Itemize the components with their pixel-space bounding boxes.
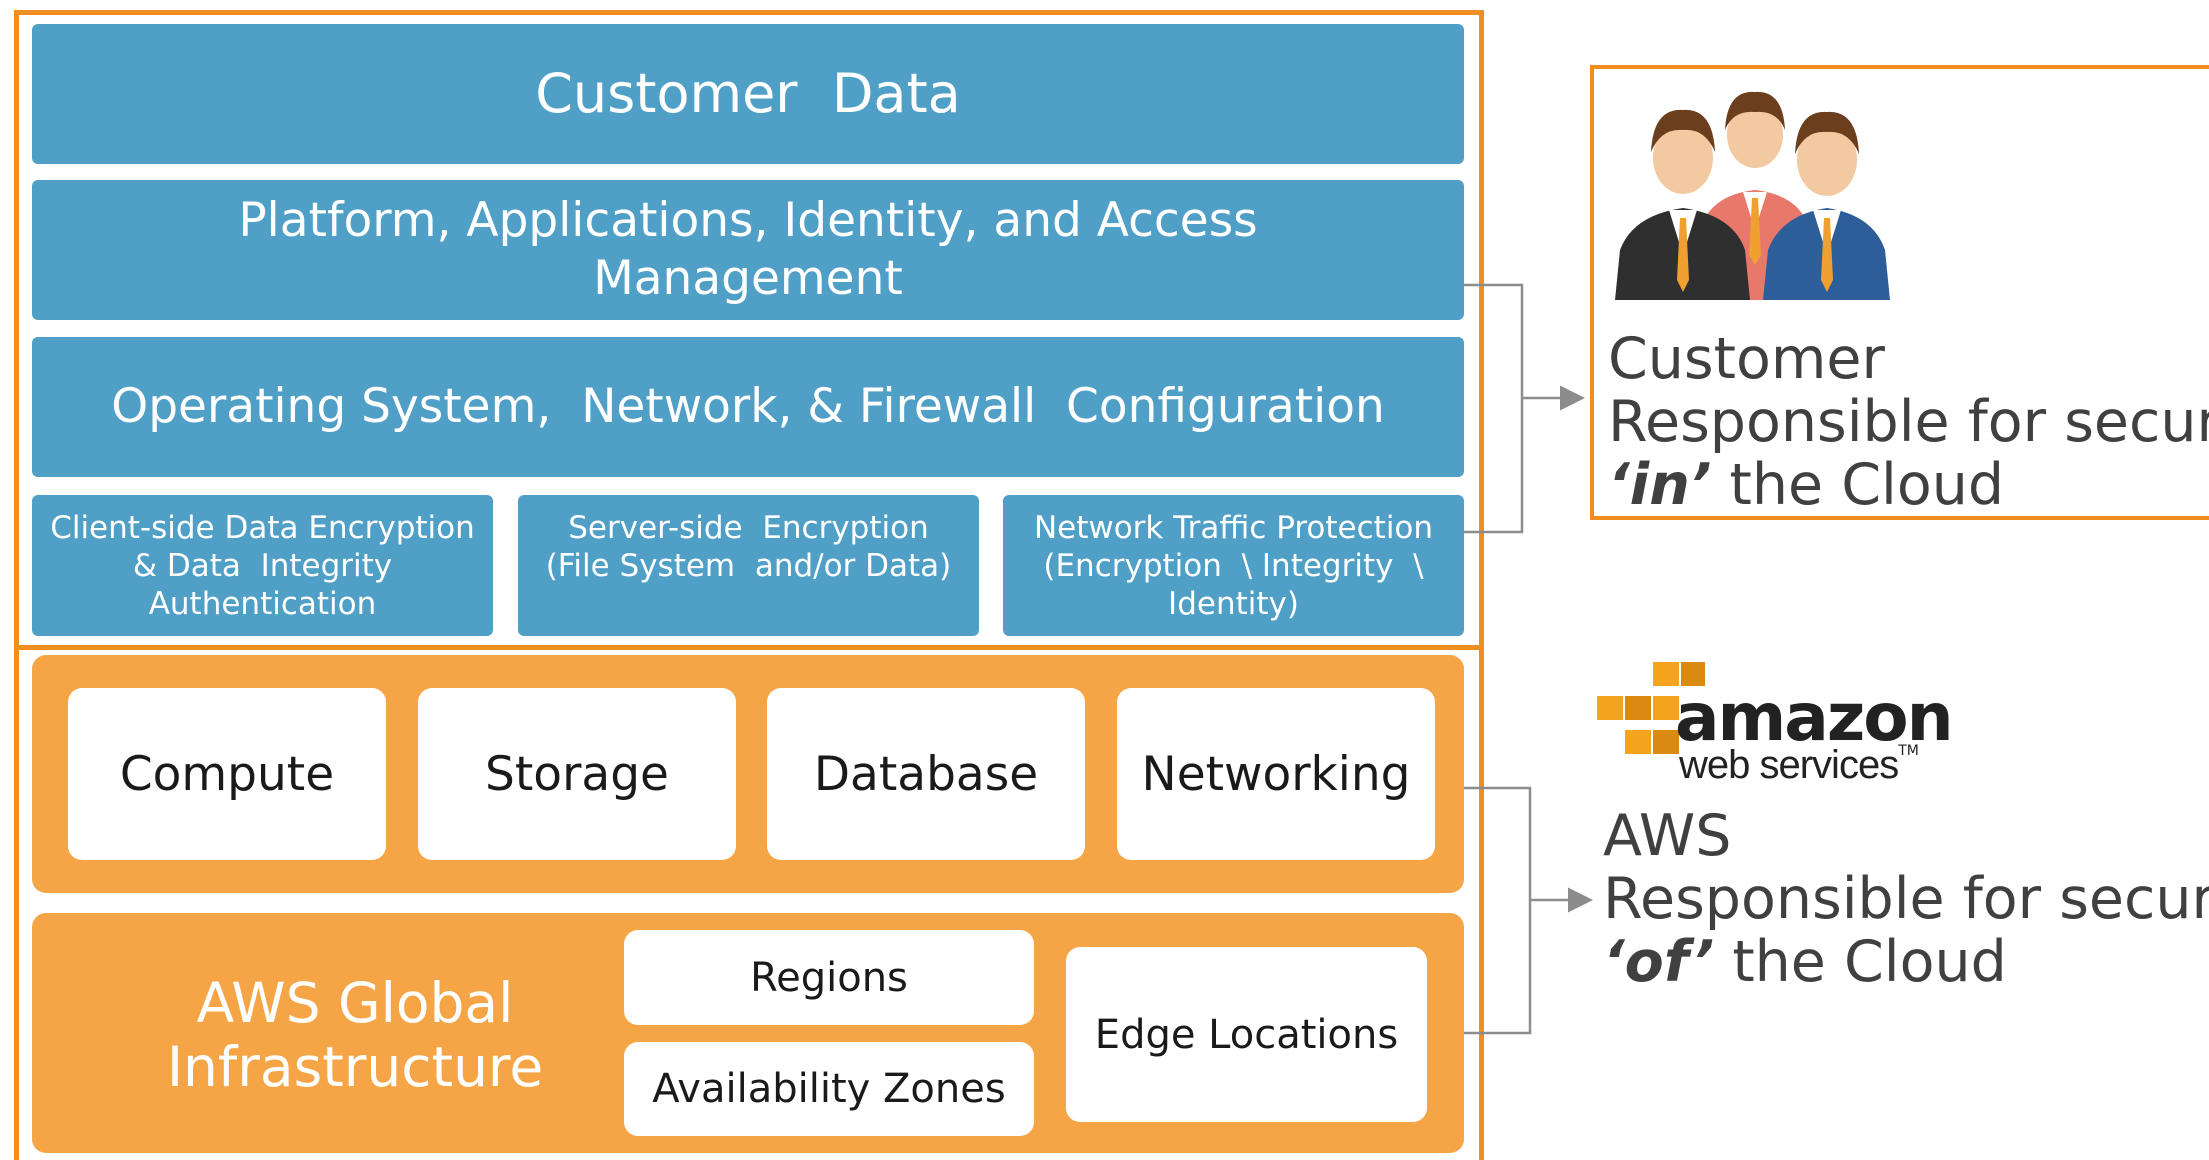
edge-locations-box: Edge Locations [1066, 947, 1427, 1122]
aws-side-text: AWS Responsible for security ‘of’ the Cl… [1603, 805, 2209, 994]
storage-label: Storage [485, 746, 669, 802]
global-infrastructure-line: AWS Global [196, 971, 514, 1035]
customer-side-frame [1590, 65, 2209, 520]
os-network-firewall-label: Operating System, Network, & Firewall Co… [111, 379, 1385, 434]
customer-responsibility-line: Responsible for security [1608, 389, 2209, 455]
aws-title: AWS [1603, 803, 1732, 869]
platform-label-line2: Management [593, 251, 903, 306]
logo-tm: TM [1898, 743, 1919, 759]
encryption-label-line: (File System and/or Data) [545, 548, 952, 584]
global-infrastructure-label: AWS Global Infrastructure [120, 960, 590, 1110]
networking-label: Networking [1141, 746, 1411, 802]
compute-box: Compute [68, 688, 386, 860]
platform-block: Platform, Applications, Identity, and Ac… [32, 180, 1464, 320]
customer-data-label: Customer Data [535, 62, 961, 125]
platform-label-line1: Platform, Applications, Identity, and Ac… [238, 193, 1258, 248]
server-side-encryption-block: Server-side Encryption (File System and/… [518, 495, 979, 636]
global-infrastructure-line: Infrastructure [166, 1035, 544, 1099]
encryption-label-line: Network Traffic Protection [1033, 509, 1434, 546]
regions-label: Regions [750, 954, 908, 1001]
aws-cloud-line: ‘of’ the Cloud [1603, 931, 2209, 994]
aws-emphasis: ‘of’ [1603, 929, 1715, 995]
encryption-label-line: Identity) [1168, 585, 1299, 622]
aws-cubes-icon [1595, 660, 1707, 756]
customer-side-text: Customer Responsible for security ‘in’ t… [1608, 328, 2209, 517]
customer-cloud-line: ‘in’ the Cloud [1608, 454, 2209, 517]
logo-sub-row: web servicesTM [1679, 743, 1919, 788]
aws-responsibility-line: Responsible for security [1603, 866, 2209, 932]
client-side-encryption-block: Client-side Data Encryption & Data Integ… [32, 495, 493, 636]
encryption-label-line: & Data Integrity [132, 547, 393, 584]
person-right [1763, 111, 1890, 300]
logo-amazon-word: amazon [1675, 679, 1954, 756]
compute-label: Compute [119, 746, 335, 802]
customer-data-block: Customer Data [32, 24, 1464, 164]
customer-emphasis: ‘in’ [1608, 452, 1712, 518]
database-box: Database [767, 688, 1085, 860]
person-left [1615, 109, 1750, 300]
encryption-label-line: Authentication [148, 585, 377, 622]
os-network-firewall-block: Operating System, Network, & Firewall Co… [32, 337, 1464, 477]
edge-locations-label: Edge Locations [1094, 1011, 1399, 1058]
storage-box: Storage [418, 688, 736, 860]
regions-box: Regions [624, 930, 1034, 1025]
encryption-label-line: Server-side Encryption [568, 510, 929, 546]
availability-zones-label: Availability Zones [652, 1066, 1006, 1112]
aws-cloud-rest: the Cloud [1714, 929, 2007, 995]
customer-title: Customer [1608, 326, 1885, 392]
customer-cloud-rest: the Cloud [1711, 452, 2005, 518]
amazon-web-services-logo: amazon web servicesTM [1675, 679, 1954, 788]
network-traffic-protection-block: Network Traffic Protection (Encryption \… [1003, 495, 1464, 636]
networking-box: Networking [1117, 688, 1435, 860]
availability-zones-box: Availability Zones [624, 1042, 1034, 1136]
encryption-label-line: Client-side Data Encryption [50, 509, 475, 546]
people-group-icon [1615, 91, 1890, 300]
encryption-label-line: (Encryption \ Integrity \ [1043, 547, 1424, 584]
logo-web-services: web services [1679, 743, 1899, 787]
database-label: Database [813, 746, 1039, 802]
